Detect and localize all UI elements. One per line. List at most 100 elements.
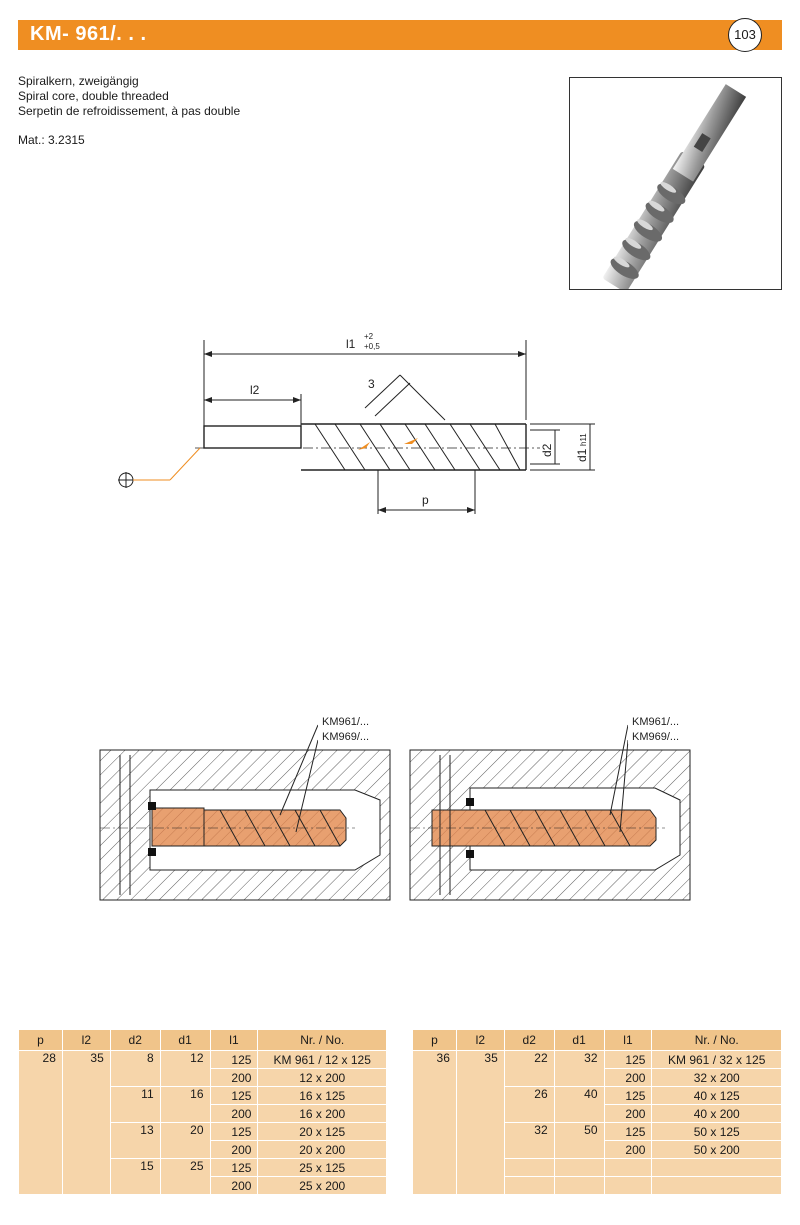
table-row: 28 35 8 12 125 KM 961 / 12 x 125: [18, 1050, 387, 1195]
page-title: KM- 961/. . .: [30, 23, 147, 45]
cell-l1: 200: [209, 1068, 259, 1087]
table-row: 26 40 125 40 x 125: [413, 1086, 782, 1123]
cell-article-no: 40 x 125: [651, 1086, 782, 1105]
cell-article-no: 20 x 125: [257, 1122, 387, 1141]
install-left-km969-label: KM969/...: [322, 731, 369, 743]
cell-article-no: 40 x 200: [651, 1104, 782, 1123]
description-en: Spiral core, double threaded: [18, 89, 169, 103]
cell-d2: 22: [503, 1050, 555, 1087]
dim-d1-label: d1: [575, 448, 589, 462]
material-spec: Mat.: 3.2315: [18, 133, 85, 147]
col-header-d1: d1: [159, 1029, 211, 1051]
header-bar: KM- 961/. . .: [18, 20, 782, 50]
table-row: 200 12 x 200: [19, 1068, 387, 1087]
cell-l1: 200: [603, 1104, 653, 1123]
cell-l2: 35: [61, 1050, 111, 1195]
dim-l2-label: l2: [250, 383, 260, 397]
cell-l1: 125: [603, 1122, 653, 1141]
install-right-km961-label: KM961/...: [632, 716, 679, 728]
dim-l1-tol-lower: +0,5: [364, 342, 380, 351]
table-row: 200 25 x 200: [19, 1176, 387, 1195]
col-header-p: p: [18, 1029, 63, 1051]
cell-d1: 16: [159, 1086, 211, 1123]
col-header-d1: d1: [553, 1029, 605, 1051]
cell-l1: 200: [209, 1176, 259, 1195]
table-row: 200 40 x 200: [413, 1104, 782, 1123]
cell-d1: 25: [159, 1158, 211, 1195]
cell-l1: 200: [603, 1140, 653, 1159]
cell-article-no: 16 x 125: [257, 1086, 387, 1105]
cell-d2: 26: [503, 1086, 555, 1123]
cell-article-no: 12 x 200: [257, 1068, 387, 1087]
col-header-l2: l2: [455, 1029, 505, 1051]
install-right-km969-label: KM969/...: [632, 731, 679, 743]
table-row: 15 25 125 25 x 125: [19, 1158, 387, 1195]
dim-d2-label: d2: [540, 443, 554, 457]
cell-d1: 40: [553, 1086, 605, 1123]
cell-article-no: KM 961 / 32 x 125: [651, 1050, 782, 1069]
col-header-no: Nr. / No.: [651, 1029, 782, 1051]
install-view-left: [99, 724, 391, 901]
dimension-drawing: l1 +2 +0,5 l2 3 d2 d1 h11 p: [118, 332, 595, 514]
description-de: Spiralkern, zweigängig: [18, 74, 139, 88]
col-header-p: p: [412, 1029, 457, 1051]
dim-l1-tol-upper: +2: [364, 332, 374, 341]
page-number-badge: 103: [728, 18, 762, 52]
spiral-core-photo-illustration: [603, 84, 747, 292]
table-row: 200 16 x 200: [19, 1104, 387, 1123]
cell-l1: 125: [209, 1086, 259, 1105]
cell-article-no: KM 961 / 12 x 125: [257, 1050, 387, 1069]
cell-article-no: 20 x 200: [257, 1140, 387, 1159]
dim-angle-label: 3: [368, 377, 375, 391]
table-row: 11 16 125 16 x 125: [19, 1086, 387, 1123]
dim-p-label: p: [422, 493, 429, 507]
col-header-d2: d2: [109, 1029, 161, 1051]
table-row: 200 20 x 200: [19, 1140, 387, 1159]
cell-d2: 13: [109, 1122, 161, 1159]
table-row-empty: [413, 1176, 782, 1195]
cell-l1: 125: [603, 1086, 653, 1105]
cell-l1: 200: [209, 1104, 259, 1123]
col-header-l1: l1: [209, 1029, 259, 1051]
cell-l1: 125: [209, 1122, 259, 1141]
cell-d2: 15: [109, 1158, 161, 1195]
cell-article-no: 50 x 200: [651, 1140, 782, 1159]
cell-l1: 125: [209, 1050, 259, 1069]
cell-l1: 200: [603, 1068, 653, 1087]
cell-l2: 35: [455, 1050, 505, 1195]
table-row: 200 32 x 200: [413, 1068, 782, 1087]
table-header-row: p l2 d2 d1 l1 Nr. / No.: [18, 1029, 387, 1051]
cell-l1: 125: [209, 1158, 259, 1177]
cell-l1: 200: [209, 1140, 259, 1159]
table-row: 200 50 x 200: [413, 1140, 782, 1159]
cell-article-no: 16 x 200: [257, 1104, 387, 1123]
dim-l1-label: l1: [346, 337, 356, 351]
cell-d2: 11: [109, 1086, 161, 1123]
cell-article-no: 50 x 125: [651, 1122, 782, 1141]
cell-d1: 12: [159, 1050, 211, 1087]
product-description: Spiralkern, zweigängig Spiral core, doub…: [18, 74, 240, 148]
table-row: 36 35 22 32 125 KM 961 / 32 x 125: [412, 1050, 782, 1195]
cell-article-no: 25 x 200: [257, 1176, 387, 1195]
cell-l1: 125: [603, 1050, 653, 1069]
description-fr: Serpetin de refroidissement, à pas doubl…: [18, 104, 241, 118]
col-header-l2: l2: [61, 1029, 111, 1051]
col-header-d2: d2: [503, 1029, 555, 1051]
cell-d1: 50: [553, 1122, 605, 1159]
dim-d1-tol: h11: [579, 433, 588, 446]
cell-article-no: 32 x 200: [651, 1068, 782, 1087]
product-photo: [569, 77, 782, 292]
cell-d2: 8: [109, 1050, 161, 1087]
cell-d1: 32: [553, 1050, 605, 1087]
spec-table-left: p l2 d2 d1 l1 Nr. / No. 28 35 8 12 125 K…: [18, 1029, 387, 1195]
spec-table-right: p l2 d2 d1 l1 Nr. / No. 36 35 22 32 125 …: [412, 1029, 782, 1195]
table-row: 13 20 125 20 x 125: [19, 1122, 387, 1159]
install-view-right: [409, 724, 691, 901]
cell-p: 28: [18, 1050, 63, 1195]
cell-p: 36: [412, 1050, 457, 1195]
cell-d1: 20: [159, 1122, 211, 1159]
cell-d2: 32: [503, 1122, 555, 1159]
install-left-km961-label: KM961/...: [322, 716, 369, 728]
installation-drawings: KM961/... KM969/... KM961/... KM969/...: [99, 714, 692, 901]
col-header-no: Nr. / No.: [257, 1029, 387, 1051]
